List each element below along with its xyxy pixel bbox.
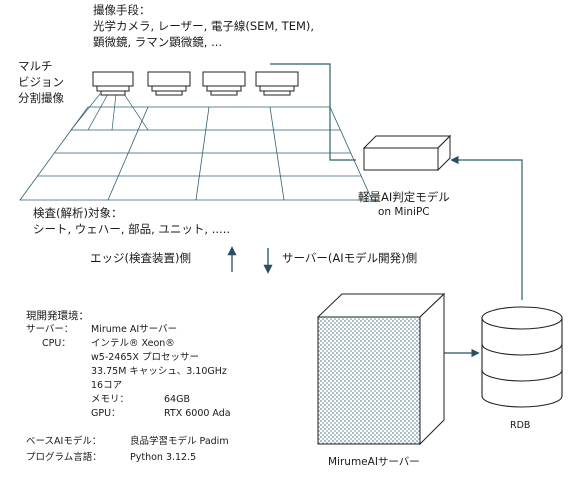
env-cpu-val-2: w5-2465X プロセッサー	[91, 352, 199, 363]
rdb-to-minipc-line	[450, 155, 523, 300]
imaging-line-2: 顕微鏡, ラマン顕微鏡, ...	[93, 35, 223, 49]
imaging-heading: 撮像手段：	[93, 3, 151, 17]
env-mem-key: メモリ：	[91, 394, 130, 405]
target-heading: 検査(解析)対象：	[33, 206, 123, 220]
env-cpu-val-4: 16コア	[91, 380, 123, 391]
env-lang-val: Python 3.12.5	[130, 452, 197, 463]
camera-1	[92, 71, 134, 96]
minipc-box	[362, 134, 452, 172]
minipc-label-2: on MiniPC	[378, 206, 430, 218]
env-server-val: Mirume AIサーバー	[91, 324, 178, 335]
env-server-key: サーバー：	[26, 324, 74, 335]
imaging-line-1: 光学カメラ, レーザー, 電子線(SEM, TEM),	[93, 19, 315, 33]
env-cpu-key: CPU：	[42, 338, 71, 349]
env-mem-val: 64GB	[164, 394, 190, 405]
camera-to-minipc-line	[270, 63, 356, 161]
env-base-val: 良品学習モデル Padim	[130, 436, 229, 447]
env-heading: 現開発環境：	[26, 310, 89, 322]
camera-2	[147, 71, 191, 96]
minipc-label-1: 軽量AI判定モデル	[358, 190, 450, 204]
env-cpu-val-3: 33.75M キャッシュ、3.10GHz	[91, 366, 227, 377]
camera-4	[255, 71, 299, 96]
camera-3	[202, 71, 246, 96]
env-gpu-val: RTX 6000 Ada	[164, 408, 231, 419]
rdb-label: RDB	[510, 420, 531, 431]
server-label: MirumeAIサーバー	[328, 456, 420, 468]
rdb-cylinder	[481, 306, 563, 408]
env-lang-key: プログラム言語：	[26, 452, 102, 463]
multivision-line-1: マルチ	[18, 59, 53, 73]
env-gpu-key: GPU：	[91, 408, 121, 419]
multivision-line-2: ビジョン	[18, 75, 64, 89]
target-items: シート, ウェハー, 部品, ユニット, .....	[33, 222, 231, 236]
server-tower	[316, 292, 446, 446]
env-cpu-val-1: インテル® Xeon®	[91, 338, 175, 349]
server-side-label: サーバー(AIモデル開発)側	[282, 251, 418, 265]
edge-side-label: エッジ(検査装置)側	[90, 251, 191, 265]
multivision-line-3: 分割撮像	[18, 91, 64, 105]
env-base-key: ベースAIモデル：	[26, 436, 102, 447]
camera-view-lines	[70, 93, 149, 131]
inspection-sheet	[19, 106, 373, 201]
